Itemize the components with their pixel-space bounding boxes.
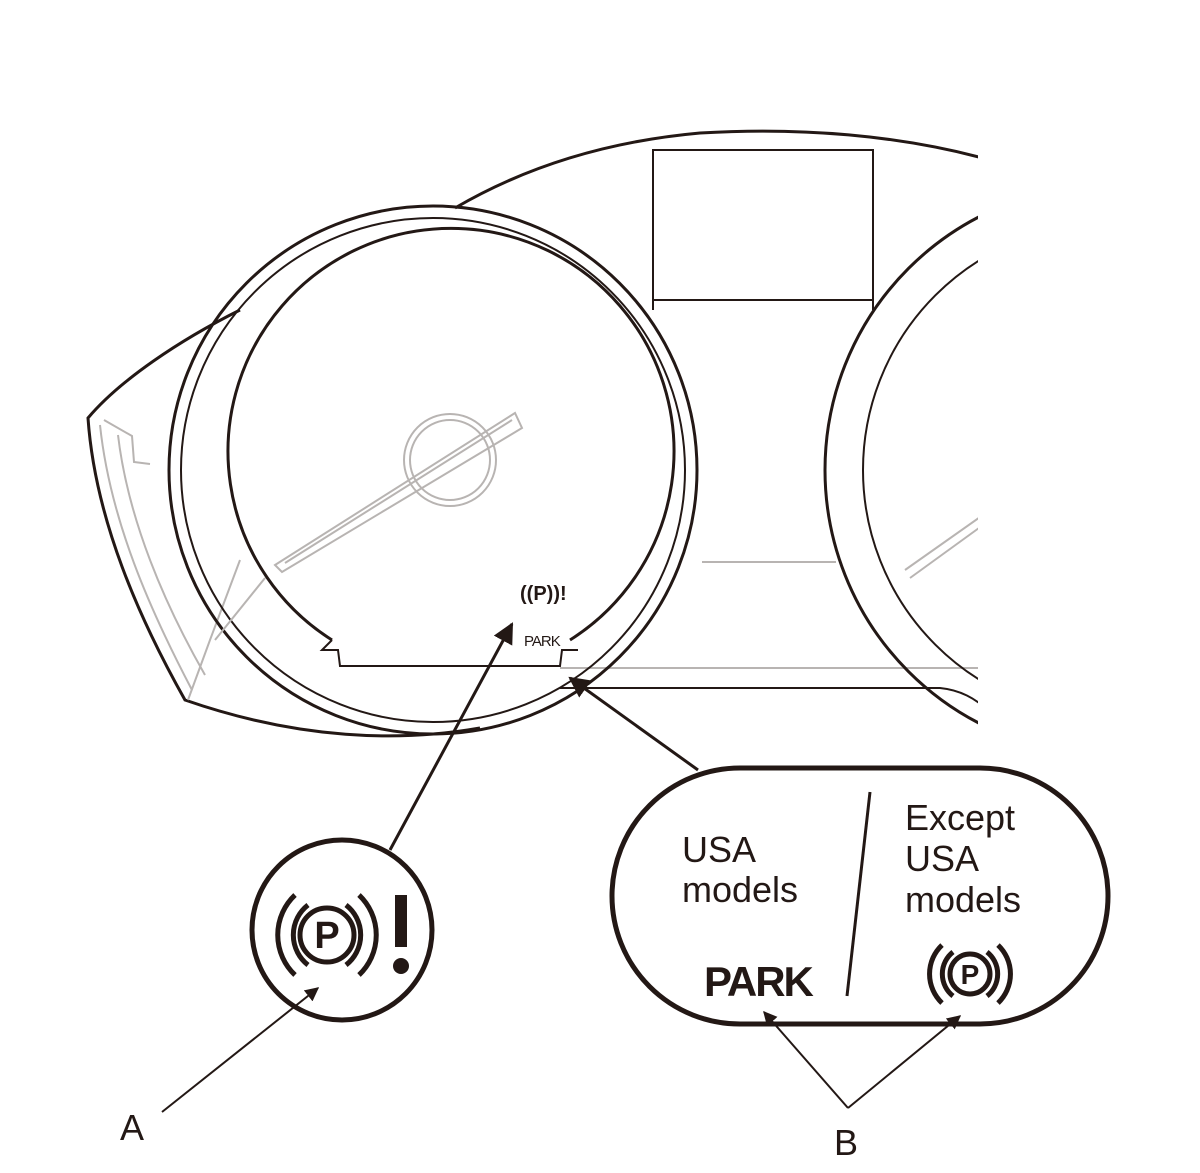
- svg-text:P: P: [961, 959, 980, 990]
- callout-a: P A: [120, 622, 514, 1148]
- except-usa-line3: models: [905, 879, 1021, 920]
- brake-system-warning-icon: P: [275, 893, 409, 977]
- gauge-needle: [214, 411, 524, 641]
- park-indicator-text: PARK: [704, 958, 814, 1005]
- svg-text:P: P: [314, 915, 339, 957]
- callout-b-label: B: [834, 1122, 858, 1163]
- left-gauge: ((P))! PARK: [167, 204, 699, 736]
- park-indicator-bubble: [609, 765, 1111, 1027]
- callout-a-label: A: [120, 1107, 144, 1148]
- svg-text:((P))!: ((P))!: [520, 583, 567, 605]
- region-divider: [845, 791, 872, 997]
- usa-models-line2: models: [682, 869, 798, 910]
- parking-brake-p-icon: P: [927, 943, 1013, 1005]
- cluster-housing: [86, 129, 978, 738]
- gauge-park-indicator: PARK: [524, 633, 561, 650]
- usa-models-line1: USA: [682, 829, 756, 870]
- except-usa-line1: Except: [905, 797, 1015, 838]
- callout-b: USA models PARK Except USA models P B: [568, 676, 1111, 1163]
- brake-warning-bubble: [249, 837, 435, 1023]
- gauge-brake-indicator-icon: ((P))!: [520, 583, 567, 605]
- except-usa-line2: USA: [905, 838, 979, 879]
- center-display: [652, 149, 874, 301]
